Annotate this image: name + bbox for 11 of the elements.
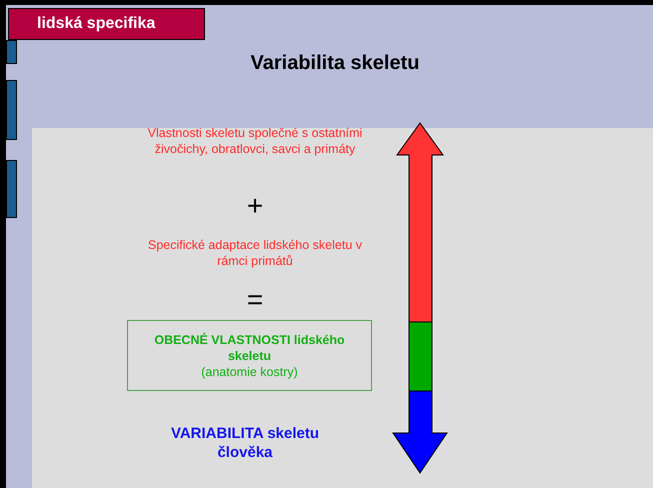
header-text: lidská specifika [37, 14, 156, 34]
result-text: VARIABILITA skeletu člověka [170, 424, 320, 462]
equals-sign: = [246, 284, 264, 316]
result-box [127, 320, 372, 391]
header-tab [8, 8, 205, 40]
plus-sign: + [246, 190, 264, 222]
description-text: Specifické adaptace lidského skeletu v rámci primátů [146, 237, 363, 269]
title: Variabilita skeletu [250, 51, 420, 76]
description-text: Vlastnosti skeletu společné s ostatními živočichy, obratlovci, savci a primáty [146, 125, 364, 157]
box-heading: OBECNÉ VLASTNOSTI lidského skeletu [153, 332, 346, 364]
box-subtext: (anatomie kostry) [201, 364, 298, 380]
